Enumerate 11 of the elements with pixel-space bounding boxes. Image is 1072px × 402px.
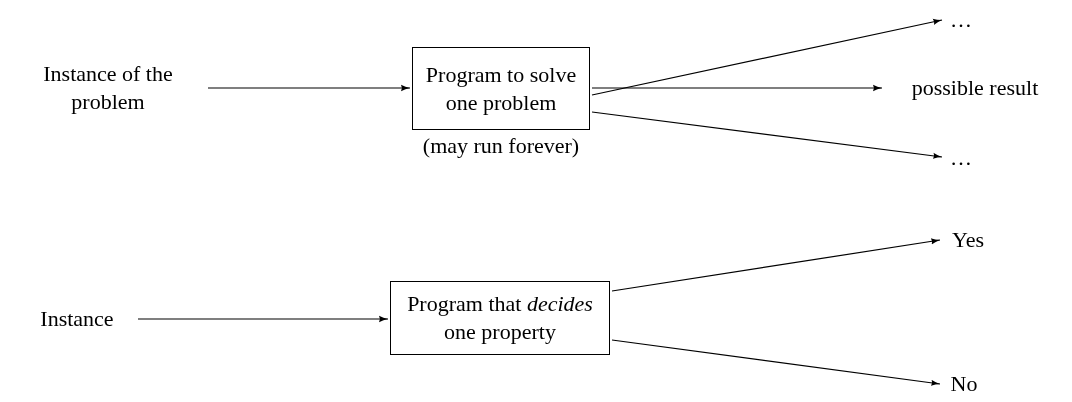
process-box [390,281,610,355]
text-label: … [950,6,972,34]
text-label: Instance [40,305,114,333]
box-label: Program that decides one property [406,290,594,346]
box-label: Program to solve one problem [424,60,578,117]
text-label: No [950,370,978,398]
text-label: possible result [911,74,1039,102]
text-label: … [950,144,972,172]
text-label: Instance of the problem [42,60,174,116]
text-label: Yes [952,226,984,254]
node-note: (may run forever) [421,133,581,159]
